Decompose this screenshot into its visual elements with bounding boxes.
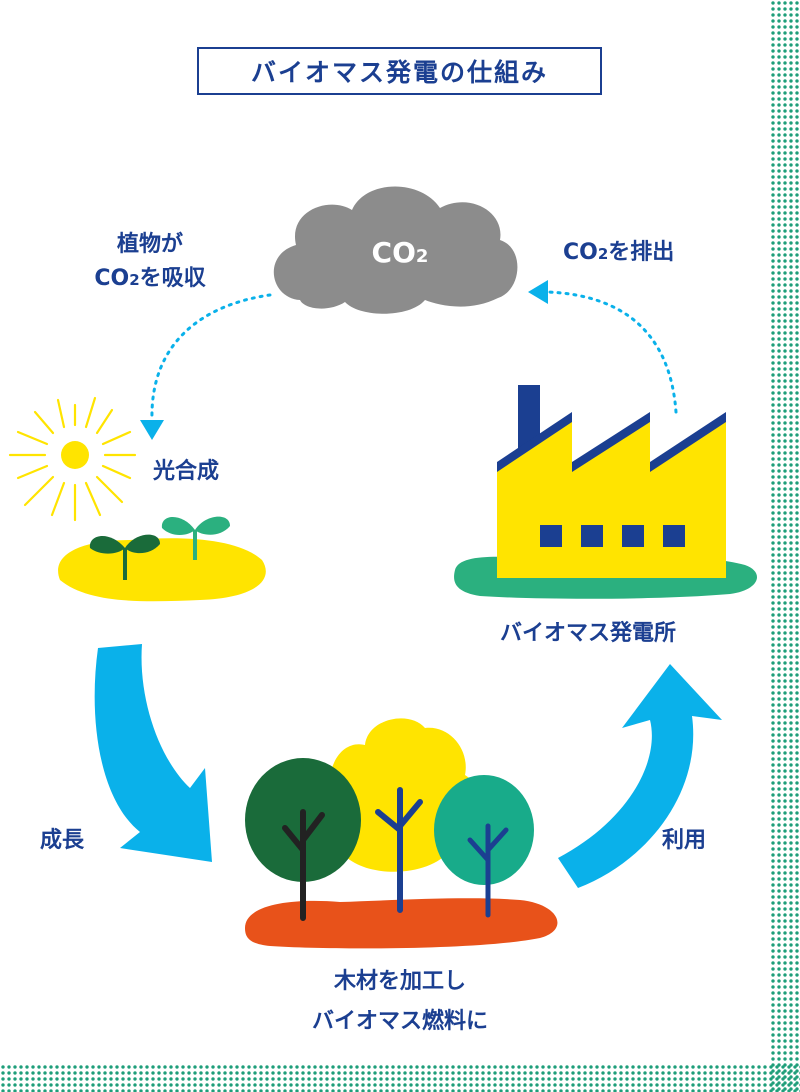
fuel-label-line1: 木材を加工し — [333, 969, 466, 994]
photosynthesis-label: 光合成 — [153, 459, 220, 484]
growth-label: 成長 — [40, 828, 85, 853]
forest-icon — [245, 718, 558, 949]
fuel-label-line2: バイオマス燃料に — [311, 1009, 488, 1034]
use-label: 利用 — [662, 828, 707, 853]
absorb-dotted-arrow — [140, 293, 272, 440]
emit-dotted-arrow — [528, 280, 678, 414]
page-title: バイオマス発電の仕組み — [197, 47, 602, 95]
absorb-label-line1: 植物が — [116, 232, 183, 257]
power-plant-label: バイオマス発電所 — [500, 621, 677, 646]
co2-cloud-icon — [273, 186, 518, 314]
absorb-label-line2: CO2を吸収 — [94, 266, 206, 291]
page-title-text: バイオマス発電の仕組み — [250, 58, 548, 87]
sun-icon — [8, 396, 137, 522]
dotted-border-bottom — [0, 1064, 800, 1092]
emit-label: CO2を排出 — [563, 240, 675, 265]
factory-icon — [454, 385, 757, 599]
dotted-border-right — [770, 0, 800, 1092]
sprout-ground-icon — [58, 516, 266, 602]
use-arrow — [558, 664, 722, 888]
fuel-label: 木材を加工し バイオマス燃料に — [250, 962, 550, 1042]
co2-cloud-label: CO2 — [372, 236, 429, 269]
sun-core — [61, 441, 89, 469]
absorb-label: 植物が CO2を吸収 — [70, 228, 230, 297]
growth-arrow — [94, 644, 212, 862]
